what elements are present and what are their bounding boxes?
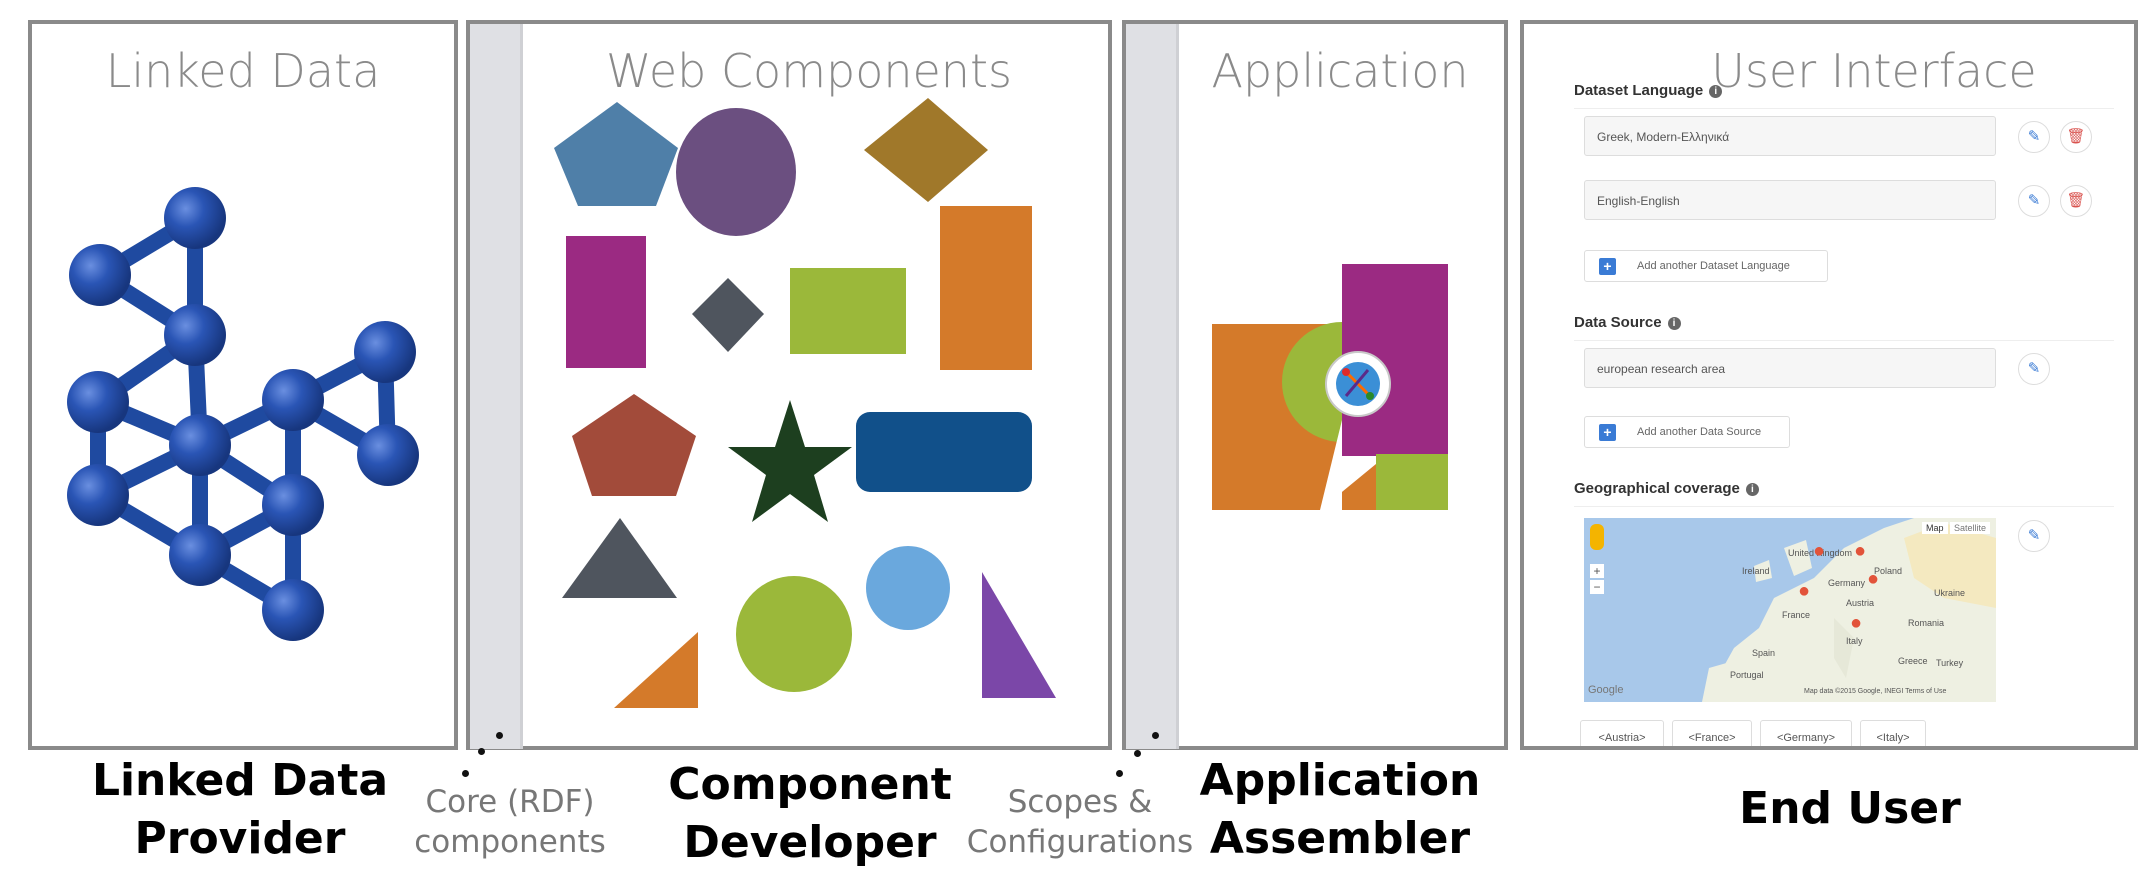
map-widget[interactable]: Ireland United Kingdom Poland Germany Uk…	[1584, 518, 1996, 702]
language-field-1[interactable]: Greek, Modern-Ελληνικά	[1584, 116, 1996, 156]
map-type-map-button[interactable]: Map	[1922, 522, 1948, 534]
map-land	[1702, 518, 1996, 702]
zoom-in-button[interactable]: +	[1590, 564, 1604, 578]
map-pin-icon[interactable]: ●	[1854, 540, 1867, 562]
map-label: Romania	[1908, 618, 1945, 628]
map-label: Germany	[1828, 578, 1866, 588]
connector-dot	[462, 770, 469, 777]
map-label: United Kingdom	[1788, 548, 1853, 558]
connector-dot	[496, 732, 503, 739]
map-label: Greece	[1898, 656, 1928, 666]
edit-button[interactable]: ✎	[2018, 185, 2050, 217]
scopes-caption: Scopes & Configurations	[966, 784, 1194, 860]
map-label: Portugal	[1730, 670, 1764, 680]
connector-dot	[1134, 750, 1141, 757]
divider	[1574, 108, 2114, 109]
edit-button[interactable]: ✎	[2018, 353, 2050, 385]
connector-dot	[1116, 770, 1123, 777]
end-user-role-label: End User	[1739, 783, 1961, 834]
pegman-icon[interactable]	[1590, 524, 1604, 550]
connector-dot	[478, 748, 485, 755]
google-logo: Google	[1588, 684, 1624, 696]
application-panel: Application	[1122, 20, 1508, 750]
web-components-title: Web Components	[606, 44, 1012, 98]
country-chip[interactable]: <Germany>	[1760, 720, 1852, 746]
zoom-out-button[interactable]: −	[1590, 580, 1604, 594]
map-label: Ukraine	[1934, 588, 1966, 598]
delete-button[interactable]: 🗑	[2060, 185, 2092, 217]
scopes-strip	[1126, 24, 1179, 749]
delete-button[interactable]: 🗑	[2060, 121, 2092, 153]
map-label: Ireland	[1742, 566, 1770, 576]
add-source-button[interactable]: + Add another Data Source	[1584, 416, 1790, 448]
plus-icon: +	[1599, 424, 1616, 441]
connector-dot	[1152, 732, 1159, 739]
divider	[1574, 506, 2114, 507]
map-label: Turkey	[1936, 658, 1964, 668]
user-interface-title: User Interface	[1711, 44, 2037, 98]
core-components-caption: Core (RDF) components	[414, 784, 606, 860]
info-icon: i	[1667, 317, 1681, 330]
provider-role-label: Linked Data Provider	[91, 755, 389, 864]
core-components-strip	[470, 24, 523, 749]
country-chip[interactable]: <Italy>	[1860, 720, 1926, 746]
linked-data-panel: Linked Data	[28, 20, 458, 750]
map-pin-icon[interactable]: ●	[1867, 568, 1880, 590]
assembler-role-label: Application Assembler	[1199, 755, 1481, 864]
map-label: Austria	[1846, 598, 1875, 608]
country-chip[interactable]: <France>	[1672, 720, 1752, 746]
divider	[1574, 340, 2114, 341]
map-pin-icon[interactable]: ●	[1813, 540, 1826, 562]
info-icon: i	[1709, 85, 1723, 98]
add-language-button[interactable]: + Add another Dataset Language	[1584, 250, 1828, 282]
map-pin-icon[interactable]: ●	[1850, 612, 1863, 634]
edit-button[interactable]: ✎	[2018, 520, 2050, 552]
map-label: Spain	[1752, 648, 1776, 658]
developer-role-label: Component Developer	[668, 759, 952, 868]
map-pin-icon[interactable]: ●	[1798, 580, 1811, 602]
plus-icon: +	[1599, 258, 1616, 275]
info-icon: i	[1745, 483, 1759, 496]
map-type-satellite-button[interactable]: Satellite	[1950, 522, 1991, 534]
country-chip[interactable]: <Austria>	[1580, 720, 1664, 746]
edit-button[interactable]: ✎	[2018, 121, 2050, 153]
map-label: Poland	[1874, 566, 1903, 576]
data-source-field[interactable]: european research area	[1584, 348, 1996, 388]
linked-data-title: Linked Data	[105, 44, 381, 98]
map-label: France	[1782, 610, 1811, 620]
map-label: Italy	[1846, 636, 1863, 646]
map-credit: Map data ©2015 Google, INEGI Terms of Us…	[1804, 688, 1947, 695]
application-title: Application	[1211, 44, 1469, 98]
language-field-2[interactable]: English-English	[1584, 180, 1996, 220]
web-components-panel: Web Components	[466, 20, 1112, 750]
